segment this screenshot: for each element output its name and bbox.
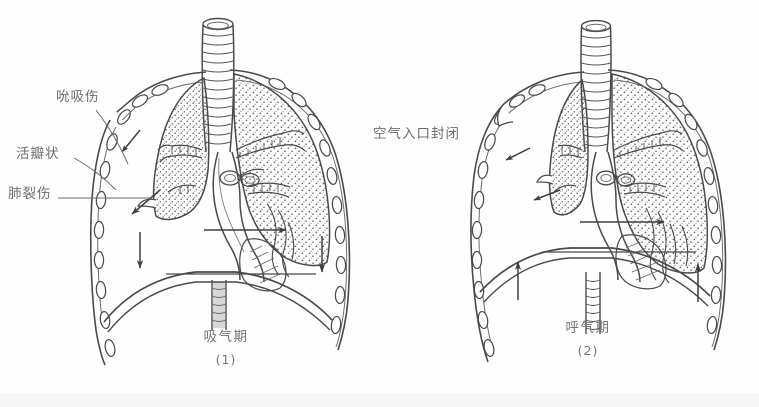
sealed-wound-panel-2 (497, 103, 514, 127)
mediastinum-panel-2 (585, 151, 667, 334)
caption-panel-2-number: (2) (577, 342, 599, 358)
arrow-valve-flap-panel-1 (121, 129, 141, 153)
diaphragm-panel-2 (479, 247, 711, 307)
arrows-panel-1 (121, 129, 326, 273)
chest-wall-right-panel-1 (229, 69, 351, 351)
arrows-panel-2 (505, 147, 702, 302)
caption-panel-1: 吸气期 (1) (178, 329, 274, 367)
bronchi-right-panel-2 (613, 130, 684, 198)
leader-sucking-wound (95, 109, 129, 165)
sealed-lung-flap-panel-2 (535, 174, 554, 185)
label-lung-laceration: 肺裂伤 (8, 186, 52, 202)
ribs-left-panel-2 (471, 84, 546, 357)
panel-1-drawing (58, 17, 351, 366)
leader-valve-flap (73, 157, 117, 191)
lung-left-collapsed-panel-2 (535, 78, 589, 216)
mediastinum-panel-1 (211, 151, 287, 330)
carina-panel-2 (595, 170, 636, 187)
chest-wall-left-panel-2 (470, 71, 585, 363)
caption-panel-2-text: 呼气期 (565, 320, 611, 336)
sucking-wound-panel-1 (116, 99, 137, 121)
bottom-margin-band (0, 393, 759, 407)
diaphragm-panel-1 (103, 271, 333, 333)
caption-panel-1-text: 吸气期 (203, 329, 249, 345)
label-air-inlet-sealed: 空气入口封闭 (373, 126, 460, 142)
ribs-left-panel-1 (93, 84, 169, 357)
arrow-lung-collapse-panel-2 (533, 189, 561, 201)
ribs-right-panel-2 (645, 77, 723, 335)
caption-panel-2: 呼气期 (2) (540, 320, 636, 358)
chest-wall-right-panel-2 (607, 69, 727, 351)
bronchi-left-panel-1 (157, 144, 203, 193)
lung-left-panel-1 (136, 76, 210, 221)
bronchi-right-panel-1 (235, 130, 306, 198)
ribs-right-panel-1 (268, 77, 347, 335)
label-valve-flap: 活瓣状 (16, 146, 60, 162)
arrow-air-out-wound-panel-1 (131, 189, 161, 215)
panel-2-drawing (470, 19, 727, 363)
carina-panel-1 (219, 170, 260, 188)
lung-right-panel-1 (233, 73, 331, 278)
bronchi-left-panel-2 (553, 144, 583, 193)
leader-lines-panel-1 (58, 109, 152, 199)
caption-panel-1-number: (1) (215, 351, 237, 367)
arrow-wound-sealed-panel-2 (505, 147, 531, 161)
label-sucking-wound: 吮吸伤 (56, 89, 100, 105)
pulmonary-vessels-panel-1 (267, 204, 295, 278)
